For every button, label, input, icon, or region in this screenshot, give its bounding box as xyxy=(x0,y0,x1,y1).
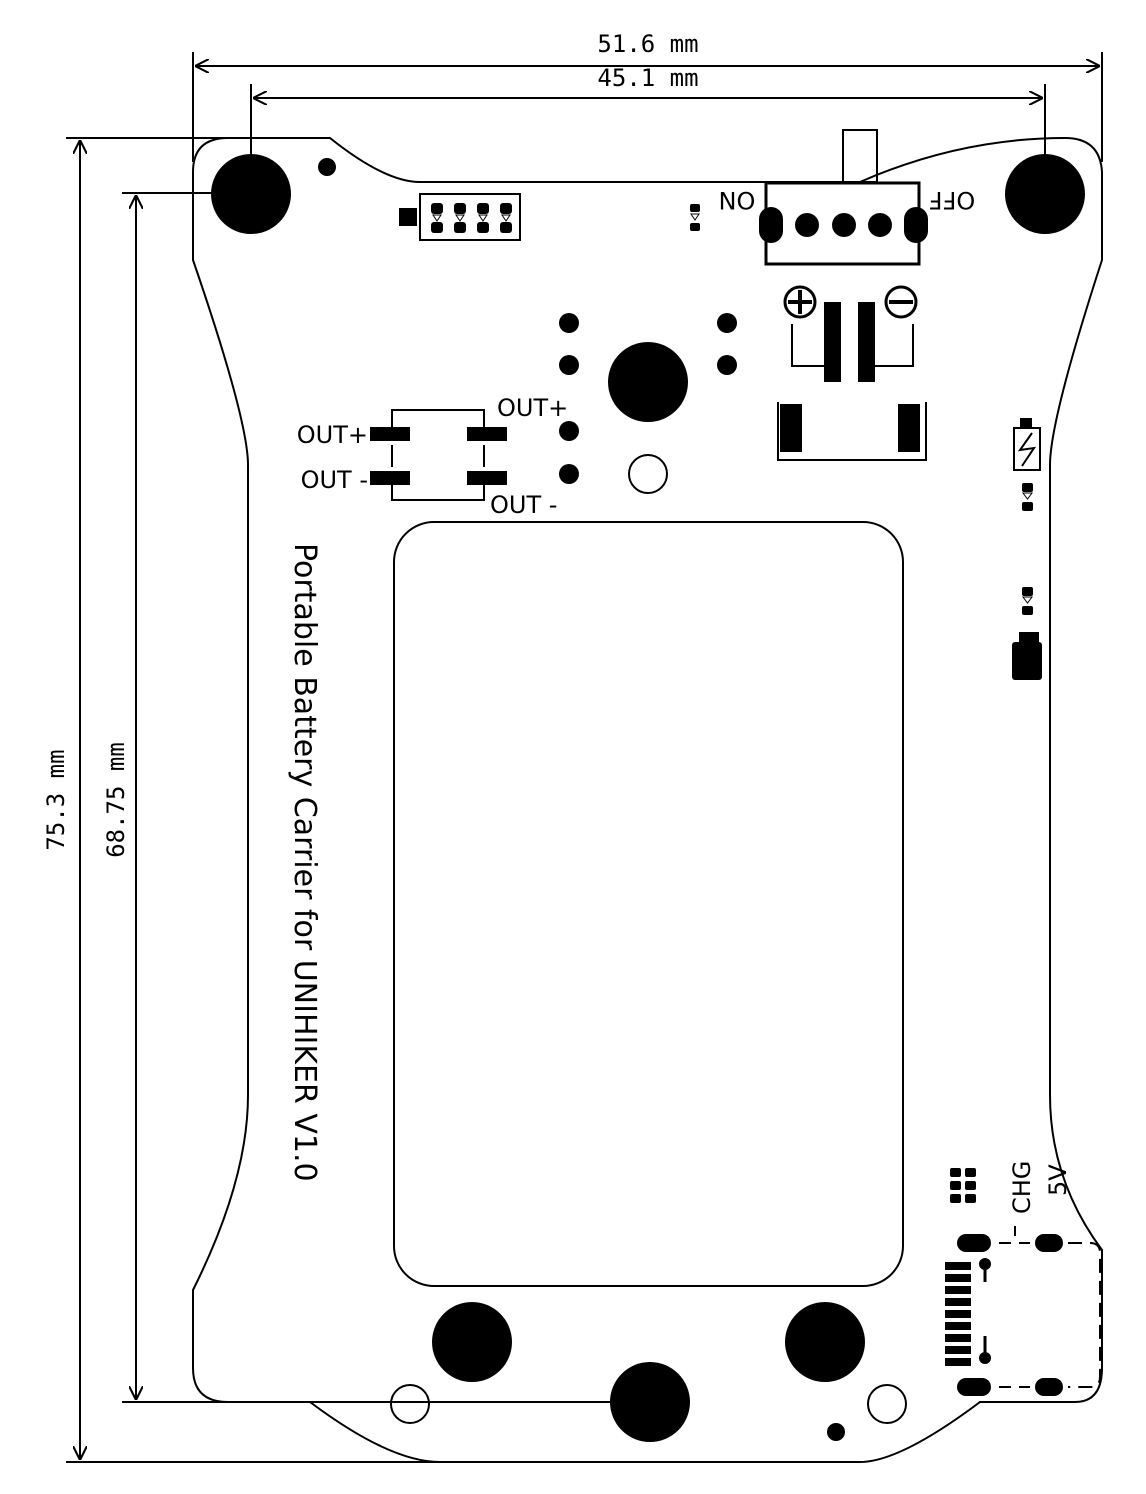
battery-plus-icon xyxy=(783,285,817,319)
open-hole-bottom-left xyxy=(390,1384,430,1424)
tactile-button xyxy=(1012,632,1042,680)
dimension-hole-height-label: 68.75 mm xyxy=(102,742,130,858)
mounting-hole-bottom-left xyxy=(432,1302,512,1382)
led-right-upper xyxy=(1022,483,1033,511)
usb-5v-label: 5V xyxy=(1044,1164,1072,1196)
center-hole xyxy=(608,342,688,422)
dimension-overall-width-label: 51.6 mm xyxy=(597,30,698,58)
usb-status-leds xyxy=(950,1168,976,1203)
switch-off-label: OFF xyxy=(929,186,976,214)
dimension-overall-width xyxy=(192,52,1103,162)
mounting-hole-bottom-right xyxy=(785,1302,865,1382)
dimension-overall-height-label: 75.3 mm xyxy=(42,749,70,850)
battery-minus-icon xyxy=(884,285,918,319)
display-cutout xyxy=(393,521,904,1287)
mounting-hole-top-right xyxy=(1005,154,1085,234)
open-hole-bottom-right xyxy=(867,1384,907,1424)
fiducial-bottom-right xyxy=(827,1423,845,1441)
usb-chg-label: CHG xyxy=(1008,1161,1036,1214)
mounting-hole-top-left xyxy=(211,154,291,234)
dimension-hole-width-label: 45.1 mm xyxy=(597,64,698,92)
open-hole-center xyxy=(628,454,668,494)
led-right-lower xyxy=(1022,587,1033,615)
usb-c-connector xyxy=(945,1226,1101,1396)
output-pads xyxy=(370,409,507,501)
via-pads xyxy=(559,313,737,484)
pin-header xyxy=(399,193,521,241)
charge-indicator-icon xyxy=(1013,418,1041,471)
out-minus-left-label: OUT - xyxy=(301,466,368,494)
mounting-hole-bottom-center xyxy=(610,1362,690,1442)
dimension-hole-width xyxy=(250,84,1046,192)
fiducial-top-left xyxy=(318,158,336,176)
dimension-hole-height xyxy=(122,192,612,1403)
switch-on-label: ON xyxy=(719,186,756,214)
power-switch xyxy=(759,129,928,266)
board-title: Portable Battery Carrier for UNIHIKER V1… xyxy=(287,543,322,1182)
out-minus-right-label: OUT - xyxy=(490,491,557,519)
battery-connector xyxy=(777,285,927,461)
led-switch xyxy=(690,204,700,231)
out-plus-left-label: OUT+ xyxy=(297,421,368,449)
out-plus-right-label: OUT+ xyxy=(497,394,568,422)
board-outline xyxy=(192,136,1103,1463)
